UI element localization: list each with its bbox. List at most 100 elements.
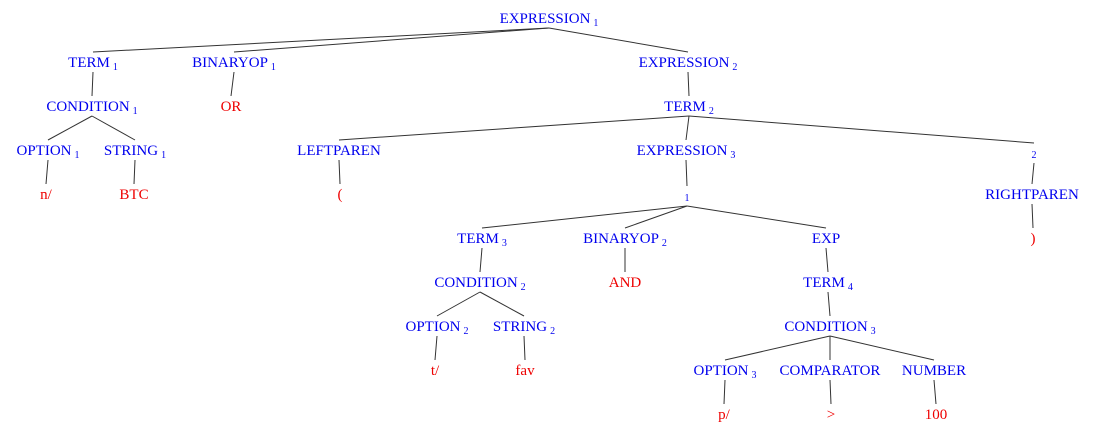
tree-edge (230, 71, 235, 97)
tree-edge (338, 115, 690, 141)
node-subscript: 1 (75, 150, 80, 161)
terminal-node: AND (609, 275, 642, 291)
tree-edges (45, 27, 1035, 405)
node-label: CONDITION (434, 275, 517, 291)
tree-edge (91, 71, 94, 97)
node-subscript: 3 (871, 326, 876, 337)
tree-edge (686, 205, 827, 229)
tree-edge (724, 335, 831, 361)
node-label: OPTION (17, 143, 72, 159)
node-subscript: 1 (113, 62, 118, 73)
node-subscript: 4 (848, 282, 853, 293)
node-label: COMPARATOR (780, 363, 881, 379)
nonterminal-node: CONDITION 2 (434, 275, 525, 293)
terminal-node: p/ (718, 407, 731, 423)
terminal-node: n/ (40, 187, 53, 203)
node-label: BINARYOP (192, 55, 268, 71)
tree-edge (624, 205, 688, 229)
nonterminal-node: 2 (1032, 150, 1037, 161)
node-label: TERM (803, 275, 845, 291)
node-label: EXP (812, 231, 840, 247)
node-label: OPTION (406, 319, 461, 335)
node-label: fav (515, 363, 535, 379)
terminal-node: BTC (119, 187, 148, 203)
tree-edge (829, 379, 832, 405)
node-label: NUMBER (902, 363, 966, 379)
terminal-node: OR (221, 99, 242, 115)
node-label: ) (1031, 231, 1036, 247)
nonterminal-node: CONDITION 3 (784, 319, 875, 337)
node-label: LEFTPAREN (297, 143, 381, 159)
node-subscript: 2 (550, 326, 555, 337)
terminal-node: 100 (925, 407, 948, 423)
tree-edge (933, 379, 937, 405)
tree-edge (685, 115, 690, 141)
node-subscript: 1 (593, 18, 598, 29)
tree-edge (1031, 162, 1035, 185)
node-label: TERM (664, 99, 706, 115)
node-label: BINARYOP (583, 231, 659, 247)
tree-edge (723, 379, 726, 405)
tree-edge (481, 205, 688, 229)
node-subscript: 2 (1032, 150, 1037, 161)
tree-edge (829, 335, 935, 361)
node-label: RIGHTPAREN (985, 187, 1079, 203)
node-label: STRING (493, 319, 547, 335)
tree-edge (685, 159, 688, 187)
node-label: EXPRESSION (637, 143, 728, 159)
node-label: OR (221, 99, 242, 115)
node-label: EXPRESSION (500, 11, 591, 27)
node-label: TERM (457, 231, 499, 247)
tree-edge (827, 291, 831, 317)
terminal-node: ) (1031, 231, 1036, 247)
tree-edge (523, 335, 526, 361)
node-label: t/ (431, 363, 440, 379)
terminal-node: fav (515, 363, 535, 379)
node-subscript: 3 (730, 150, 735, 161)
tree-edge (47, 115, 93, 141)
node-label: n/ (40, 187, 53, 203)
nonterminal-node: EXP (812, 231, 840, 247)
node-subscript: 1 (271, 62, 276, 73)
node-label: CONDITION (46, 99, 129, 115)
tree-edge (825, 247, 829, 273)
tree-edge (479, 291, 525, 317)
tree-edge (1031, 203, 1034, 229)
tree-edge (548, 27, 689, 53)
nonterminal-node: RIGHTPAREN (985, 187, 1079, 203)
node-subscript: 2 (709, 106, 714, 117)
tree-edge (436, 291, 481, 317)
node-subscript: 1 (685, 193, 690, 204)
node-subscript: 3 (752, 370, 757, 381)
node-label: 100 (925, 407, 948, 423)
tree-edge (479, 247, 483, 273)
node-subscript: 1 (161, 150, 166, 161)
terminal-node: > (827, 407, 835, 423)
tree-edge (688, 115, 1035, 144)
nonterminal-node: LEFTPAREN (297, 143, 381, 159)
node-label: CONDITION (784, 319, 867, 335)
node-label: STRING (104, 143, 158, 159)
tree-edge (45, 159, 49, 185)
nonterminal-node: NUMBER (902, 363, 966, 379)
tree-edge (133, 159, 136, 185)
tree-edge (687, 71, 690, 97)
tree-edge (92, 27, 550, 53)
tree-edge (91, 115, 136, 141)
node-label: BTC (119, 187, 148, 203)
node-subscript: 2 (521, 282, 526, 293)
